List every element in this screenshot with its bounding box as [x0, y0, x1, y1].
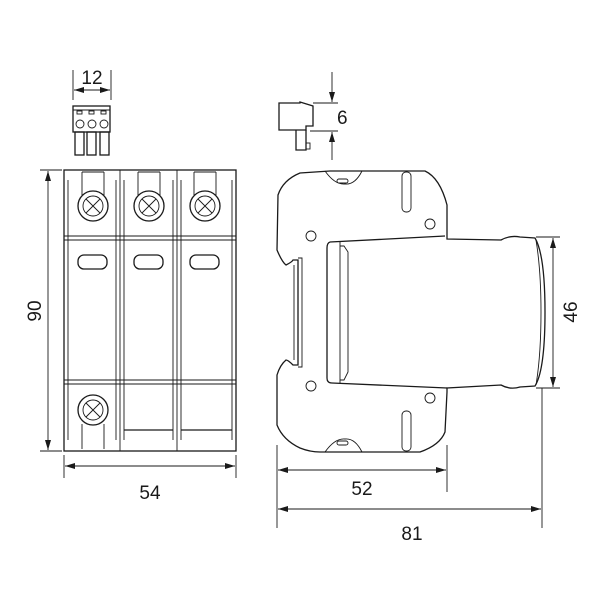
dim-front-height: 46	[536, 236, 582, 389]
device-body-side	[276, 170, 546, 453]
terminal-screw	[133, 171, 165, 222]
dim-rail-depth: 52	[276, 445, 448, 528]
dim-connector-depth: 6	[310, 72, 348, 160]
module	[64, 170, 236, 451]
dim-label-52: 52	[351, 479, 372, 500]
dim-label-46: 46	[561, 301, 582, 322]
dim-label-81: 81	[401, 524, 422, 545]
status-window	[133, 254, 164, 270]
dim-label-6: 6	[337, 108, 348, 129]
terminal-screw	[77, 394, 109, 449]
dim-height: 90	[25, 169, 62, 452]
status-window	[77, 254, 108, 270]
side-view: 6 46	[276, 72, 582, 545]
connector-plug-side	[278, 101, 314, 151]
dim-connector-width: 12	[72, 68, 112, 100]
status-window	[189, 254, 220, 270]
connector-plug-front	[72, 105, 111, 156]
terminal-screw	[77, 171, 109, 222]
terminal-screw	[189, 171, 221, 222]
dim-label-54: 54	[139, 483, 161, 504]
dim-label-12: 12	[81, 68, 102, 89]
device-body-front	[63, 169, 237, 452]
front-view: 12	[25, 68, 237, 504]
dim-total-depth: 81	[278, 388, 543, 545]
dim-width: 54	[63, 455, 237, 504]
dim-label-90: 90	[25, 300, 46, 321]
